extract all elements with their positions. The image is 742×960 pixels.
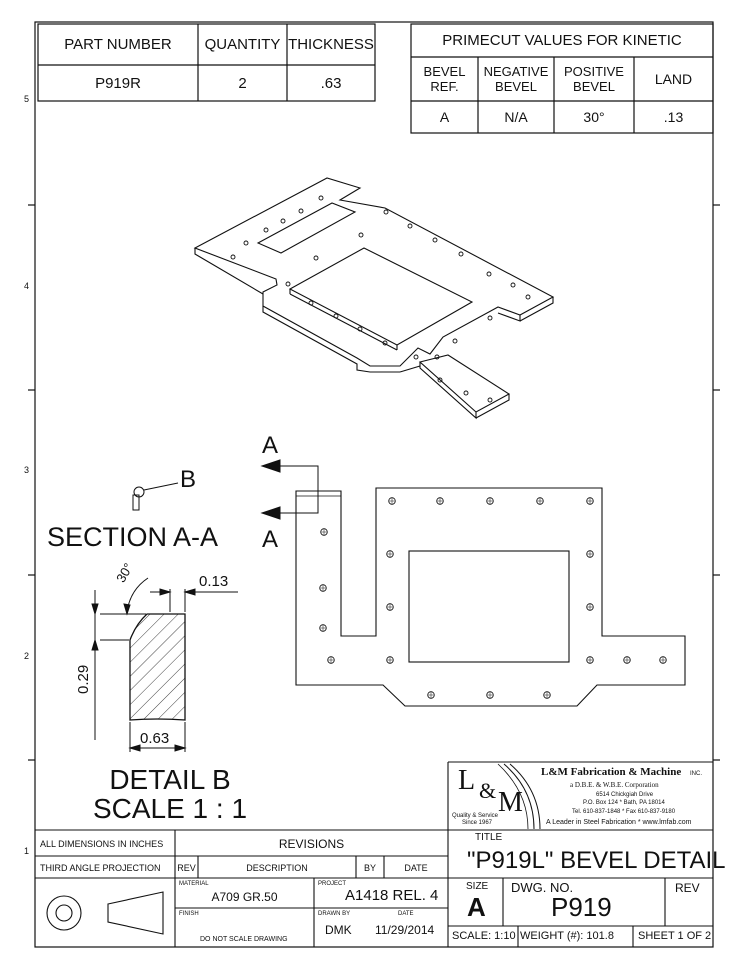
logo-tagline-2: Since 1967 (462, 820, 493, 826)
bevel-ref-header-1: BEVEL (423, 64, 466, 79)
dwg-no-label: DWG. NO. (511, 880, 574, 895)
detail-height-label: 0.29 (75, 664, 92, 694)
negative-bevel-value: N/A (504, 109, 528, 125)
detail-b-view (91, 577, 238, 752)
drawn-by-value: DMK (325, 923, 352, 937)
positive-bevel-header-2: BEVEL (573, 79, 615, 94)
section-cut-line (260, 459, 319, 520)
all-dimensions-note: ALL DIMENSIONS IN INCHES (40, 839, 164, 849)
part-number-header: PART NUMBER (64, 36, 172, 53)
logo-letter-m: M (498, 787, 523, 818)
dwg-no-value: P919 (551, 892, 612, 922)
rev-column-header: REV (177, 863, 196, 873)
rev-label: REV (675, 881, 700, 895)
sheet-value: SHEET 1 OF 2 (638, 930, 712, 942)
negative-bevel-header-1: NEGATIVE (483, 64, 549, 79)
logo-ampersand: & (479, 778, 497, 803)
projection-note: THIRD ANGLE PROJECTION (40, 863, 161, 873)
size-label: SIZE (466, 881, 489, 892)
description-column-header: DESCRIPTION (246, 863, 308, 873)
bevel-ref-value: A (439, 109, 450, 125)
cut-label-bottom: A (262, 526, 279, 553)
cut-label-top: A (262, 432, 279, 459)
detail-scale: SCALE 1 : 1 (92, 793, 248, 824)
date-label: DATE (398, 911, 414, 917)
weight-value: WEIGHT (#): 101.8 (520, 930, 614, 942)
revisions-header: REVISIONS (278, 837, 345, 851)
part-number-value: P919R (95, 75, 141, 92)
zone-5: 5 (24, 94, 30, 104)
drawn-by-label: DRAWN BY (318, 911, 351, 917)
title-block (35, 761, 713, 947)
detail-width-label: 0.63 (140, 730, 170, 747)
company-address-2: P.O. Box 124 * Bath, PA 18014 (583, 800, 665, 806)
zone-3: 3 (24, 465, 30, 475)
primecut-title: PRIMECUT VALUES FOR KINETIC (442, 32, 682, 49)
project-value: A1418 REL. 4 (345, 887, 439, 904)
detail-callout-label: B (180, 466, 197, 493)
negative-bevel-header-2: BEVEL (495, 79, 537, 94)
company-slogan: A Leader in Steel Fabrication * www.lmfa… (546, 819, 692, 826)
thickness-value: .63 (320, 75, 342, 92)
company-name: L&M Fabrication & Machine (541, 766, 682, 778)
title-label: TITLE (475, 832, 503, 843)
material-label: MATERIAL (179, 881, 209, 887)
projection-symbol-circle (46, 895, 82, 931)
zone-2: 2 (24, 651, 30, 661)
company-suffix: INC. (690, 771, 702, 777)
thickness-header: THICKNESS (288, 36, 374, 53)
finish-label: FINISH (179, 911, 199, 917)
projection-symbol-frustum (107, 891, 164, 935)
logo-letter-l: L (458, 765, 476, 796)
company-address-1: 6514 Chickgiah Drive (596, 792, 654, 798)
part-number-table (37, 23, 376, 102)
by-column-header: BY (363, 863, 376, 873)
isometric-plate-view (193, 177, 555, 420)
zone-1: 1 (24, 846, 30, 856)
detail-title: DETAIL B (109, 764, 231, 795)
positive-bevel-value: 30° (583, 109, 605, 125)
project-label: PROJECT (318, 881, 347, 887)
zone-4: 4 (24, 281, 30, 291)
plan-view (295, 487, 686, 707)
quantity-header: QUANTITY (204, 36, 281, 53)
sheet-border (34, 21, 714, 948)
bevel-section (129, 613, 186, 721)
date-column-header: DATE (404, 863, 428, 873)
primecut-table (410, 23, 714, 134)
land-value: .13 (663, 109, 684, 125)
quantity-value: 2 (238, 75, 247, 92)
detail-land-label: 0.13 (199, 573, 229, 590)
material-value: A709 GR.50 (211, 890, 278, 904)
logo-tagline-1: Quality & Service (452, 813, 499, 819)
bevel-ref-header-2: REF. (430, 79, 459, 94)
scale-value: SCALE: 1:10 (452, 930, 516, 942)
land-header: LAND (654, 71, 693, 87)
do-not-scale-note: DO NOT SCALE DRAWING (200, 936, 288, 943)
company-phone: Tel. 610-837-1848 * Fax 610-837-9180 (572, 809, 676, 815)
company-corp: a D.B.E. & W.B.E. Corporation (570, 781, 659, 789)
date-value: 11/29/2014 (375, 923, 435, 937)
size-value: A (467, 892, 486, 922)
drawing-title: "P919L" BEVEL DETAIL (467, 847, 726, 874)
section-profile (132, 482, 179, 511)
positive-bevel-header-1: POSITIVE (564, 64, 624, 79)
section-title: SECTION A-A (47, 522, 219, 552)
